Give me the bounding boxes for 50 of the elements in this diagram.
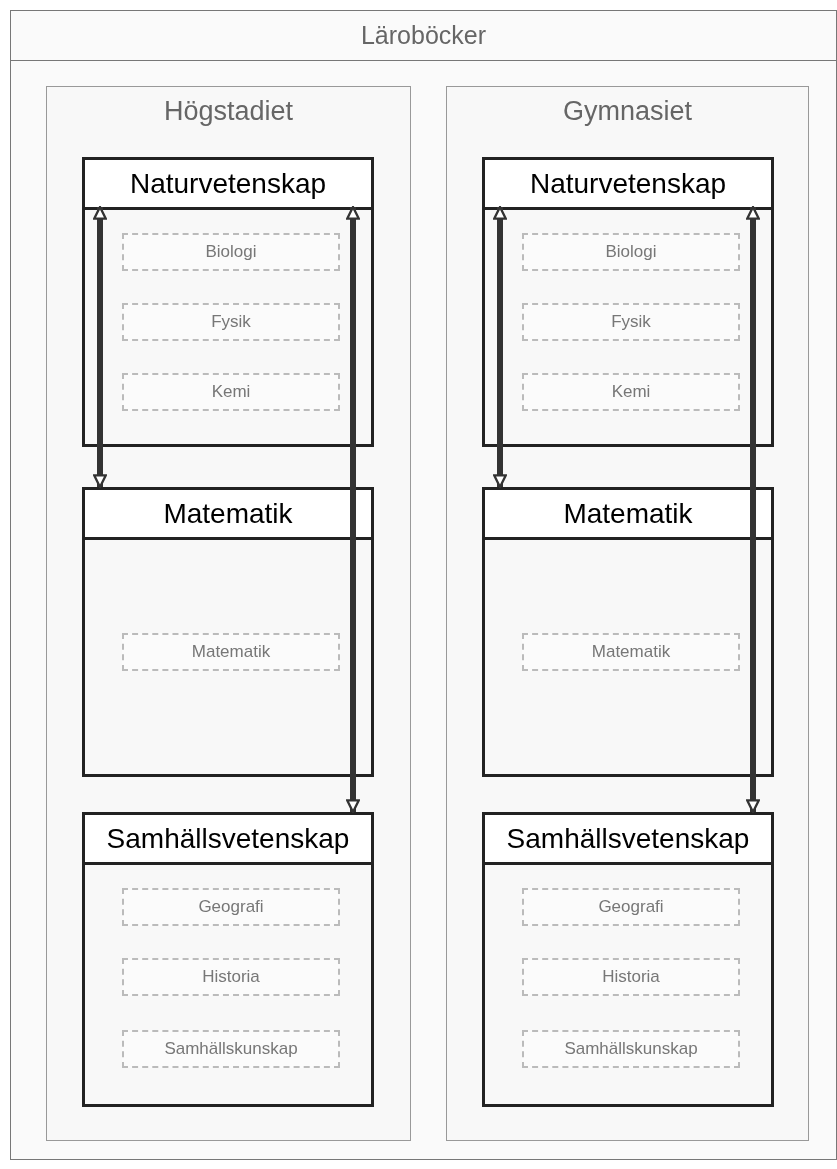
subject-title: Samhällsvetenskap: [506, 822, 750, 855]
topic-box: [122, 633, 340, 671]
topic-label: Samhällskunskap: [164, 1039, 298, 1059]
topic-label: Biologi: [205, 242, 257, 262]
topic-label: Matematik: [591, 642, 671, 662]
topic-label: Samhällskunskap: [564, 1039, 698, 1059]
subject-title: Naturvetenskap: [529, 167, 727, 200]
double-arrow: [346, 205, 360, 814]
subject-box: [82, 157, 374, 447]
subject-box: [82, 487, 374, 777]
topic-box: [522, 233, 740, 271]
subject-box: [82, 812, 374, 1107]
subject-box: [482, 812, 774, 1107]
topic-box: [522, 373, 740, 411]
topic-label: Geografi: [198, 897, 264, 917]
topic-box: [122, 888, 340, 926]
column-title: Gymnasiet: [562, 95, 692, 127]
topic-label: Biologi: [605, 242, 657, 262]
subject-title: Samhällsvetenskap: [106, 822, 350, 855]
column-title: Högstadiet: [163, 95, 294, 127]
subject-title: Matematik: [563, 497, 693, 530]
column-panel: [446, 86, 809, 1141]
topic-label: Geografi: [598, 897, 664, 917]
topic-label: Kemi: [611, 382, 651, 402]
topic-box: [122, 233, 340, 271]
topic-box: [122, 373, 340, 411]
topic-box: [522, 303, 740, 341]
outer-panel: [10, 10, 837, 1160]
topic-box: [522, 633, 740, 671]
subject-title: Naturvetenskap: [129, 167, 327, 200]
topic-box: [122, 303, 340, 341]
topic-box: [122, 958, 340, 996]
topic-label: Fysik: [611, 312, 651, 332]
topic-label: Matematik: [191, 642, 271, 662]
double-arrow: [93, 205, 107, 489]
double-arrow: [746, 205, 760, 814]
topic-box: [122, 1030, 340, 1068]
topic-label: Fysik: [211, 312, 251, 332]
main-title: Läroböcker: [360, 21, 487, 50]
double-arrow: [493, 205, 507, 489]
topic-label: Historia: [202, 967, 260, 987]
column-panel: [46, 86, 411, 1141]
subject-box: [482, 157, 774, 447]
subject-box: [482, 487, 774, 777]
topic-box: [522, 888, 740, 926]
subject-title: Matematik: [163, 497, 293, 530]
topic-label: Historia: [602, 967, 660, 987]
topic-box: [522, 1030, 740, 1068]
topic-label: Kemi: [211, 382, 251, 402]
topic-box: [522, 958, 740, 996]
